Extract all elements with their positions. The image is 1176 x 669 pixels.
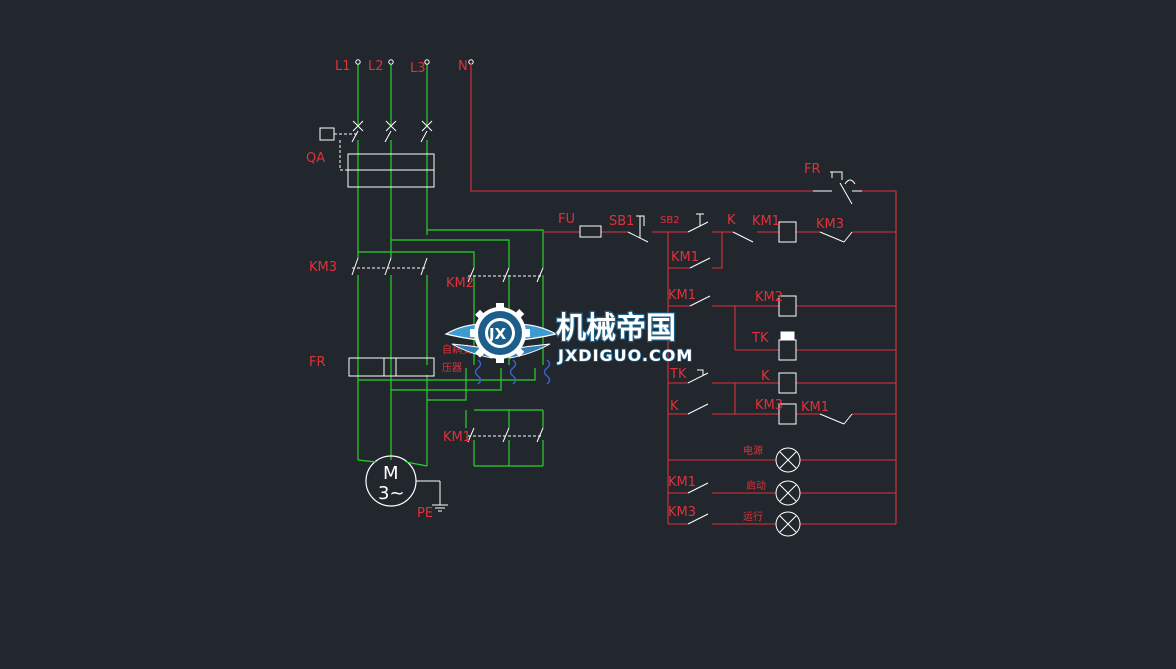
- label-lamp-power: 电源: [743, 444, 763, 457]
- label-sb2: SB2: [660, 215, 680, 226]
- watermark-english: JXDIGUO.COM: [557, 346, 693, 365]
- motor-phase-label: 3~: [378, 483, 405, 504]
- label-km3-lamp: KM3: [668, 505, 696, 520]
- label-pe: PE: [417, 506, 433, 521]
- label-l2: L2: [368, 59, 384, 74]
- mains-terminals: [355, 59, 474, 65]
- label-km3-power: KM3: [309, 260, 337, 275]
- label-fr-control: FR: [804, 162, 821, 177]
- label-k-top: K: [727, 213, 736, 228]
- label-km3-nc: KM3: [816, 217, 844, 232]
- label-tk-coil: TK: [751, 331, 769, 346]
- label-km1-lamp: KM1: [668, 475, 696, 490]
- label-lamp-run: 运行: [743, 510, 763, 523]
- control-labels: FR FU SB1 SB2 K KM1 KM3 KM1 KM1 KM2 TK T…: [558, 162, 844, 523]
- label-km1-power: KM1: [443, 430, 471, 445]
- label-km3-coil: KM3: [755, 398, 783, 413]
- watermark-logo-letters: JX: [488, 325, 507, 343]
- motor-m-label: M: [383, 463, 399, 484]
- km3-main-contacts: [351, 257, 428, 276]
- watermark-gear-icon: JX: [470, 303, 530, 363]
- label-n: N: [458, 59, 468, 74]
- km2-main-contacts: [467, 267, 544, 283]
- label-km1-nc: KM1: [801, 400, 829, 415]
- label-km2-power: KM2: [446, 276, 474, 291]
- control-components: [579, 171, 862, 537]
- label-k-coil: K: [761, 369, 770, 384]
- fr-thermal-relay: [348, 357, 435, 377]
- qa-breaker: [319, 120, 435, 188]
- watermark-chinese: 机械帝国: [556, 311, 676, 346]
- label-km1-hold: KM1: [671, 250, 699, 265]
- label-sb1: SB1: [609, 214, 634, 229]
- label-qa: QA: [306, 151, 325, 166]
- power-labels: L1 L2 L3 N QA KM3 KM2 FR 自耦变 压器 KM1 PE: [306, 59, 474, 521]
- label-fr-power: FR: [309, 355, 326, 370]
- label-km1-coil: KM1: [752, 214, 780, 229]
- autotransformer: [474, 359, 551, 385]
- control-circuit: [470, 64, 897, 525]
- label-lamp-start: 启动: [746, 479, 766, 492]
- label-transformer-bottom: 压器: [442, 362, 462, 374]
- power-circuit: [357, 64, 544, 467]
- label-k-contact: K: [670, 399, 679, 414]
- label-fu: FU: [558, 212, 575, 227]
- watermark: JX 机械帝国 JXDIGUO.COM: [444, 303, 693, 366]
- motor: M 3~: [357, 455, 448, 512]
- label-l3: L3: [410, 61, 426, 76]
- km1-main-contacts: [467, 427, 544, 443]
- label-km1-contact: KM1: [668, 288, 696, 303]
- label-tk-contact: TK: [669, 367, 687, 382]
- label-km2-coil: KM2: [755, 290, 783, 305]
- label-l1: L1: [335, 59, 351, 74]
